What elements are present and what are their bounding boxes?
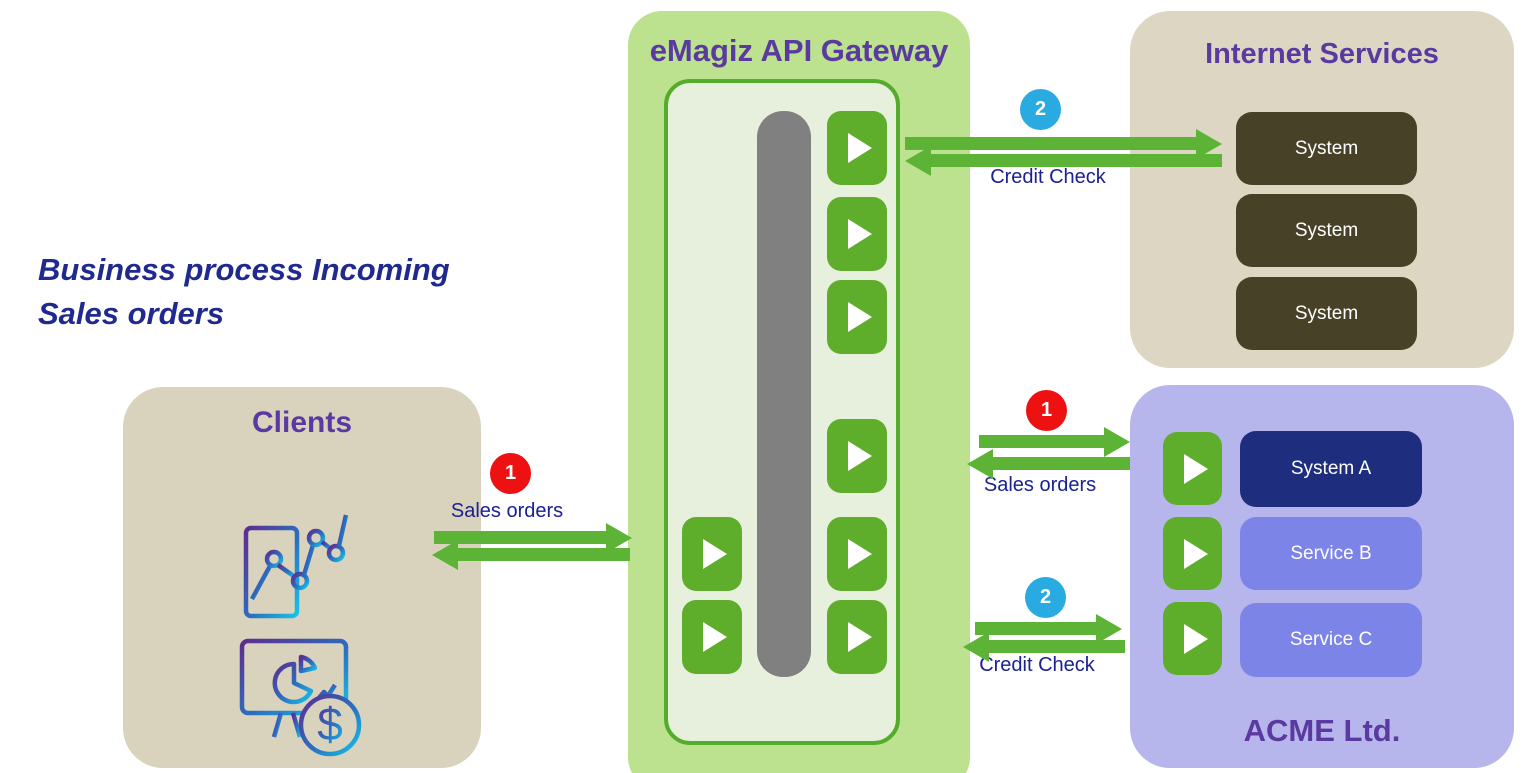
arrow-left-icon [905,146,931,176]
arrow-left-shaft [989,640,1125,653]
service-b-label: Service B [1290,542,1372,564]
play-icon [703,622,727,652]
play-icon [848,539,872,569]
arrow-left-icon [967,449,993,479]
gateway-flow-button [827,517,887,591]
gateway-flow-button [827,280,887,354]
arrow-right-icon [1104,427,1130,457]
system-a-box: System A [1240,431,1422,507]
play-icon [1183,453,1208,484]
system-box: System [1236,277,1417,350]
clients-box: Clients [123,387,481,768]
play-icon [703,539,727,569]
mobile-analytics-icon [243,514,349,619]
flow-label-credit-check: Credit Check [990,166,1106,188]
service-c-box: Service C [1240,603,1422,677]
flow-label-credit-check: Credit Check [979,654,1095,676]
acme-flow-button [1163,432,1222,505]
step-badge-2: 2 [1025,577,1066,618]
finance-dashboard-icon: $ [239,638,362,757]
gateway-flow-button [682,600,742,674]
play-icon [848,441,872,471]
arrow-left-icon [432,540,458,570]
system-box: System [1236,112,1417,185]
system-a-label: System A [1290,458,1372,479]
gateway-flow-button [827,419,887,493]
service-c-label: Service C [1289,629,1373,650]
internet-services-title: Internet Services [1205,38,1439,70]
arrow-left-shaft [458,548,630,561]
acme-flow-button [1163,517,1222,590]
system-label: System [1294,219,1359,241]
svg-text:$: $ [317,698,343,750]
acme-flow-button [1163,602,1222,675]
gateway-flow-button [827,197,887,271]
gateway-box: eMagiz API Gateway [628,11,970,773]
flow-label-sales-orders: Sales orders [983,474,1097,496]
acme-box: System A Service B Service C ACME Ltd. [1130,385,1514,768]
play-icon [1183,623,1208,654]
gateway-title: eMagiz API Gateway [649,33,949,68]
message-bus-bar [757,111,811,677]
arrow-left-shaft [931,154,1222,167]
play-icon [848,219,872,249]
service-b-box: Service B [1240,517,1422,590]
heading-line2: Sales orders [38,296,225,331]
arrow-right-shaft [905,137,1196,150]
clients-title: Clients [251,406,353,439]
system-label: System [1294,137,1359,159]
arrow-left-shaft [993,457,1130,470]
play-icon [848,622,872,652]
play-icon [1183,538,1208,569]
arrow-right-shaft [979,435,1104,448]
flow-label-sales-orders: Sales orders [450,500,564,522]
internet-services-box: Internet Services System System System [1130,11,1514,368]
step-badge-1: 1 [1026,390,1067,431]
system-box: System [1236,194,1417,267]
step-badge-1: 1 [490,453,531,494]
arrow-right-icon [1096,614,1122,644]
arrow-right-shaft [975,622,1096,635]
system-label: System [1294,302,1359,324]
arrow-right-shaft [434,531,606,544]
acme-title: ACME Ltd. [1243,713,1401,748]
play-icon [848,302,872,332]
diagram-heading: Business process Incoming Sales orders [38,248,450,336]
gateway-flow-button [827,111,887,185]
gateway-flow-button [827,600,887,674]
gateway-flow-button [682,517,742,591]
heading-line1: Business process Incoming [38,252,450,287]
step-badge-2: 2 [1020,89,1061,130]
play-icon [848,133,872,163]
arrow-left-icon [963,632,989,662]
